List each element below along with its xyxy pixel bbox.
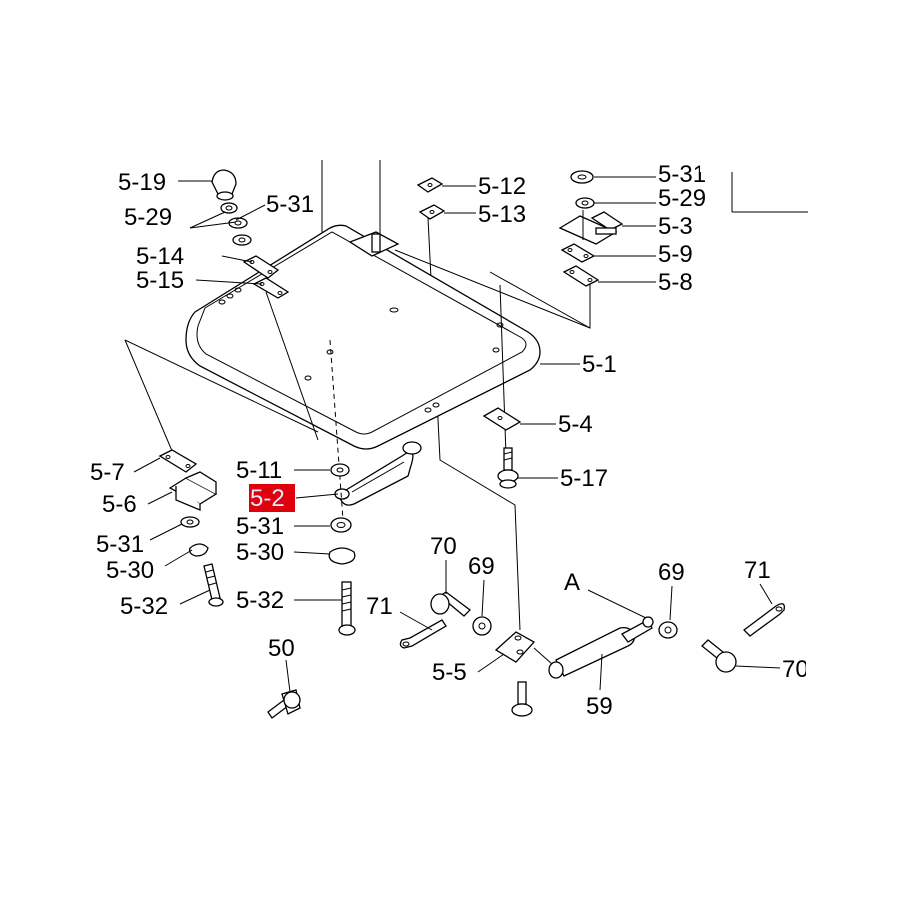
label-5-31-left-top[interactable]: 5-31 [266,191,314,218]
label-69-left[interactable]: 69 [468,553,495,580]
label-5-17[interactable]: 5-17 [560,465,608,492]
gas-strut-assembly [399,591,785,717]
label-5-11[interactable]: 5-11 [236,457,282,484]
right-plate-and-bolt [482,284,522,489]
left-knob-assembly [211,169,319,441]
label-5-30-left[interactable]: 5-30 [106,557,154,584]
label-A[interactable]: A [564,569,580,596]
left-hinge-assembly [158,449,224,607]
handle [334,441,422,506]
label-5-13[interactable]: 5-13 [478,201,526,228]
label-5-14[interactable]: 5-14 [136,243,184,270]
label-70-right[interactable]: 70 [782,656,809,683]
label-70-left[interactable]: 70 [430,533,457,560]
label-5-31-center[interactable]: 5-31 [236,513,284,540]
label-5-6[interactable]: 5-6 [102,491,137,518]
part-labels: 5-19 5-29 5-31 5-14 5-15 5-12 5-13 5-31 … [90,161,809,720]
highlight-5-2 [249,484,295,512]
label-5-7[interactable]: 5-7 [90,459,125,486]
bolt-50 [267,689,301,719]
top-center-plates [416,177,446,220]
label-5-32-left[interactable]: 5-32 [120,593,168,620]
label-69-right[interactable]: 69 [658,559,685,586]
leader-lines [133,176,781,693]
label-5-30-center[interactable]: 5-30 [236,539,284,566]
label-71-left[interactable]: 71 [366,593,393,620]
cover-panel [185,224,541,450]
label-5-29-right[interactable]: 5-29 [658,185,706,212]
label-5-29-left[interactable]: 5-29 [124,204,172,231]
label-59[interactable]: 59 [586,693,613,720]
label-50[interactable]: 50 [268,635,295,662]
right-latch-assembly [558,170,624,287]
label-5-19[interactable]: 5-19 [118,169,166,196]
label-5-2-highlighted[interactable]: 5-2 [250,485,285,512]
label-5-5[interactable]: 5-5 [432,659,467,686]
handle-fastener-stack [328,339,356,636]
label-5-32-center[interactable]: 5-32 [236,587,284,614]
label-5-4[interactable]: 5-4 [558,411,593,438]
right-crop-mask [806,640,900,700]
label-5-1[interactable]: 5-1 [582,351,617,378]
label-71-right[interactable]: 71 [744,557,771,584]
label-5-8[interactable]: 5-8 [658,269,693,296]
label-5-3[interactable]: 5-3 [658,213,693,240]
label-5-9[interactable]: 5-9 [658,241,693,268]
label-5-15[interactable]: 5-15 [136,267,184,294]
label-5-31-right-top[interactable]: 5-31 [658,161,706,188]
top-crop-mask [700,160,900,172]
label-5-31-left-bottom[interactable]: 5-31 [96,531,144,558]
label-5-12[interactable]: 5-12 [478,173,526,200]
